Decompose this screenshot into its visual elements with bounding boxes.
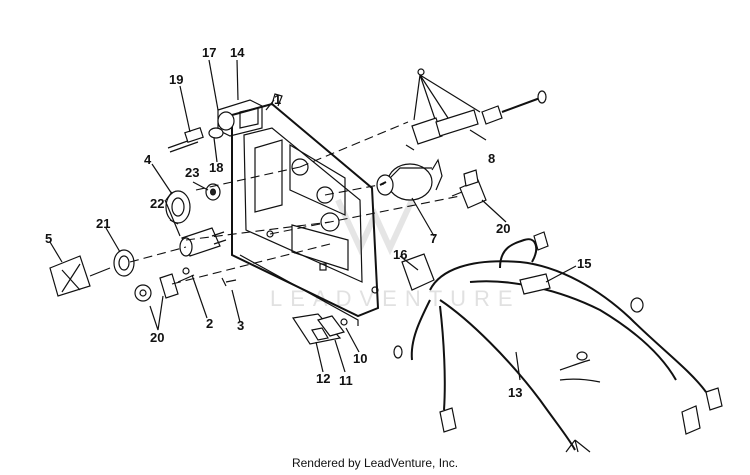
- callout-12: 12: [316, 371, 330, 386]
- callout-21: 21: [96, 216, 110, 231]
- lower-plate-parts: [291, 313, 348, 345]
- assembly-dashed-lines: [129, 121, 461, 285]
- callout-5: 5: [45, 231, 52, 246]
- callout-20-toggle: 20: [496, 221, 510, 236]
- ignition-switch: [376, 158, 443, 201]
- callout-13: 13: [508, 385, 522, 400]
- callout-7: 7: [430, 231, 437, 246]
- callout-22: 22: [150, 196, 164, 211]
- leadventure-watermark: LEADVENTURE: [270, 198, 521, 311]
- callout-2: 2: [206, 316, 213, 331]
- toggle-switch: [451, 169, 487, 209]
- footer-credit: Rendered by LeadVenture, Inc.: [291, 456, 459, 470]
- switch-front-parts: [49, 227, 227, 297]
- callout-1: 1: [274, 92, 281, 107]
- callout-20-nut: 20: [150, 330, 164, 345]
- callout-15: 15: [577, 256, 591, 271]
- watermark-text: LEADVENTURE: [270, 286, 521, 311]
- knob-assembly: [165, 183, 221, 225]
- mounting-bracket: [217, 99, 263, 137]
- callout-10: 10: [353, 351, 367, 366]
- leader-lines: [49, 59, 577, 381]
- dash-panel: [231, 93, 380, 326]
- plunger-switch: [405, 68, 547, 151]
- wiring-harness: [393, 231, 723, 453]
- callout-8: 8: [488, 151, 495, 166]
- callout-19: 19: [169, 72, 183, 87]
- screws: [182, 267, 237, 287]
- callout-16: 16: [393, 247, 407, 262]
- callout-17: 17: [202, 45, 216, 60]
- callout-18: 18: [209, 160, 223, 175]
- callout-4: 4: [144, 152, 152, 167]
- callout-23: 23: [185, 165, 199, 180]
- watermark-logo-mark: [335, 198, 415, 256]
- callout-labels: 1 2 3 4 5 7 8 10 11 12 13 14 15 16 17 18…: [45, 45, 591, 400]
- exploded-parts-diagram: LEADVENTURE: [45, 45, 723, 453]
- lower-nut-washer: [134, 273, 195, 302]
- callout-3: 3: [237, 318, 244, 333]
- callout-11: 11: [339, 373, 353, 388]
- callout-14: 14: [230, 45, 245, 60]
